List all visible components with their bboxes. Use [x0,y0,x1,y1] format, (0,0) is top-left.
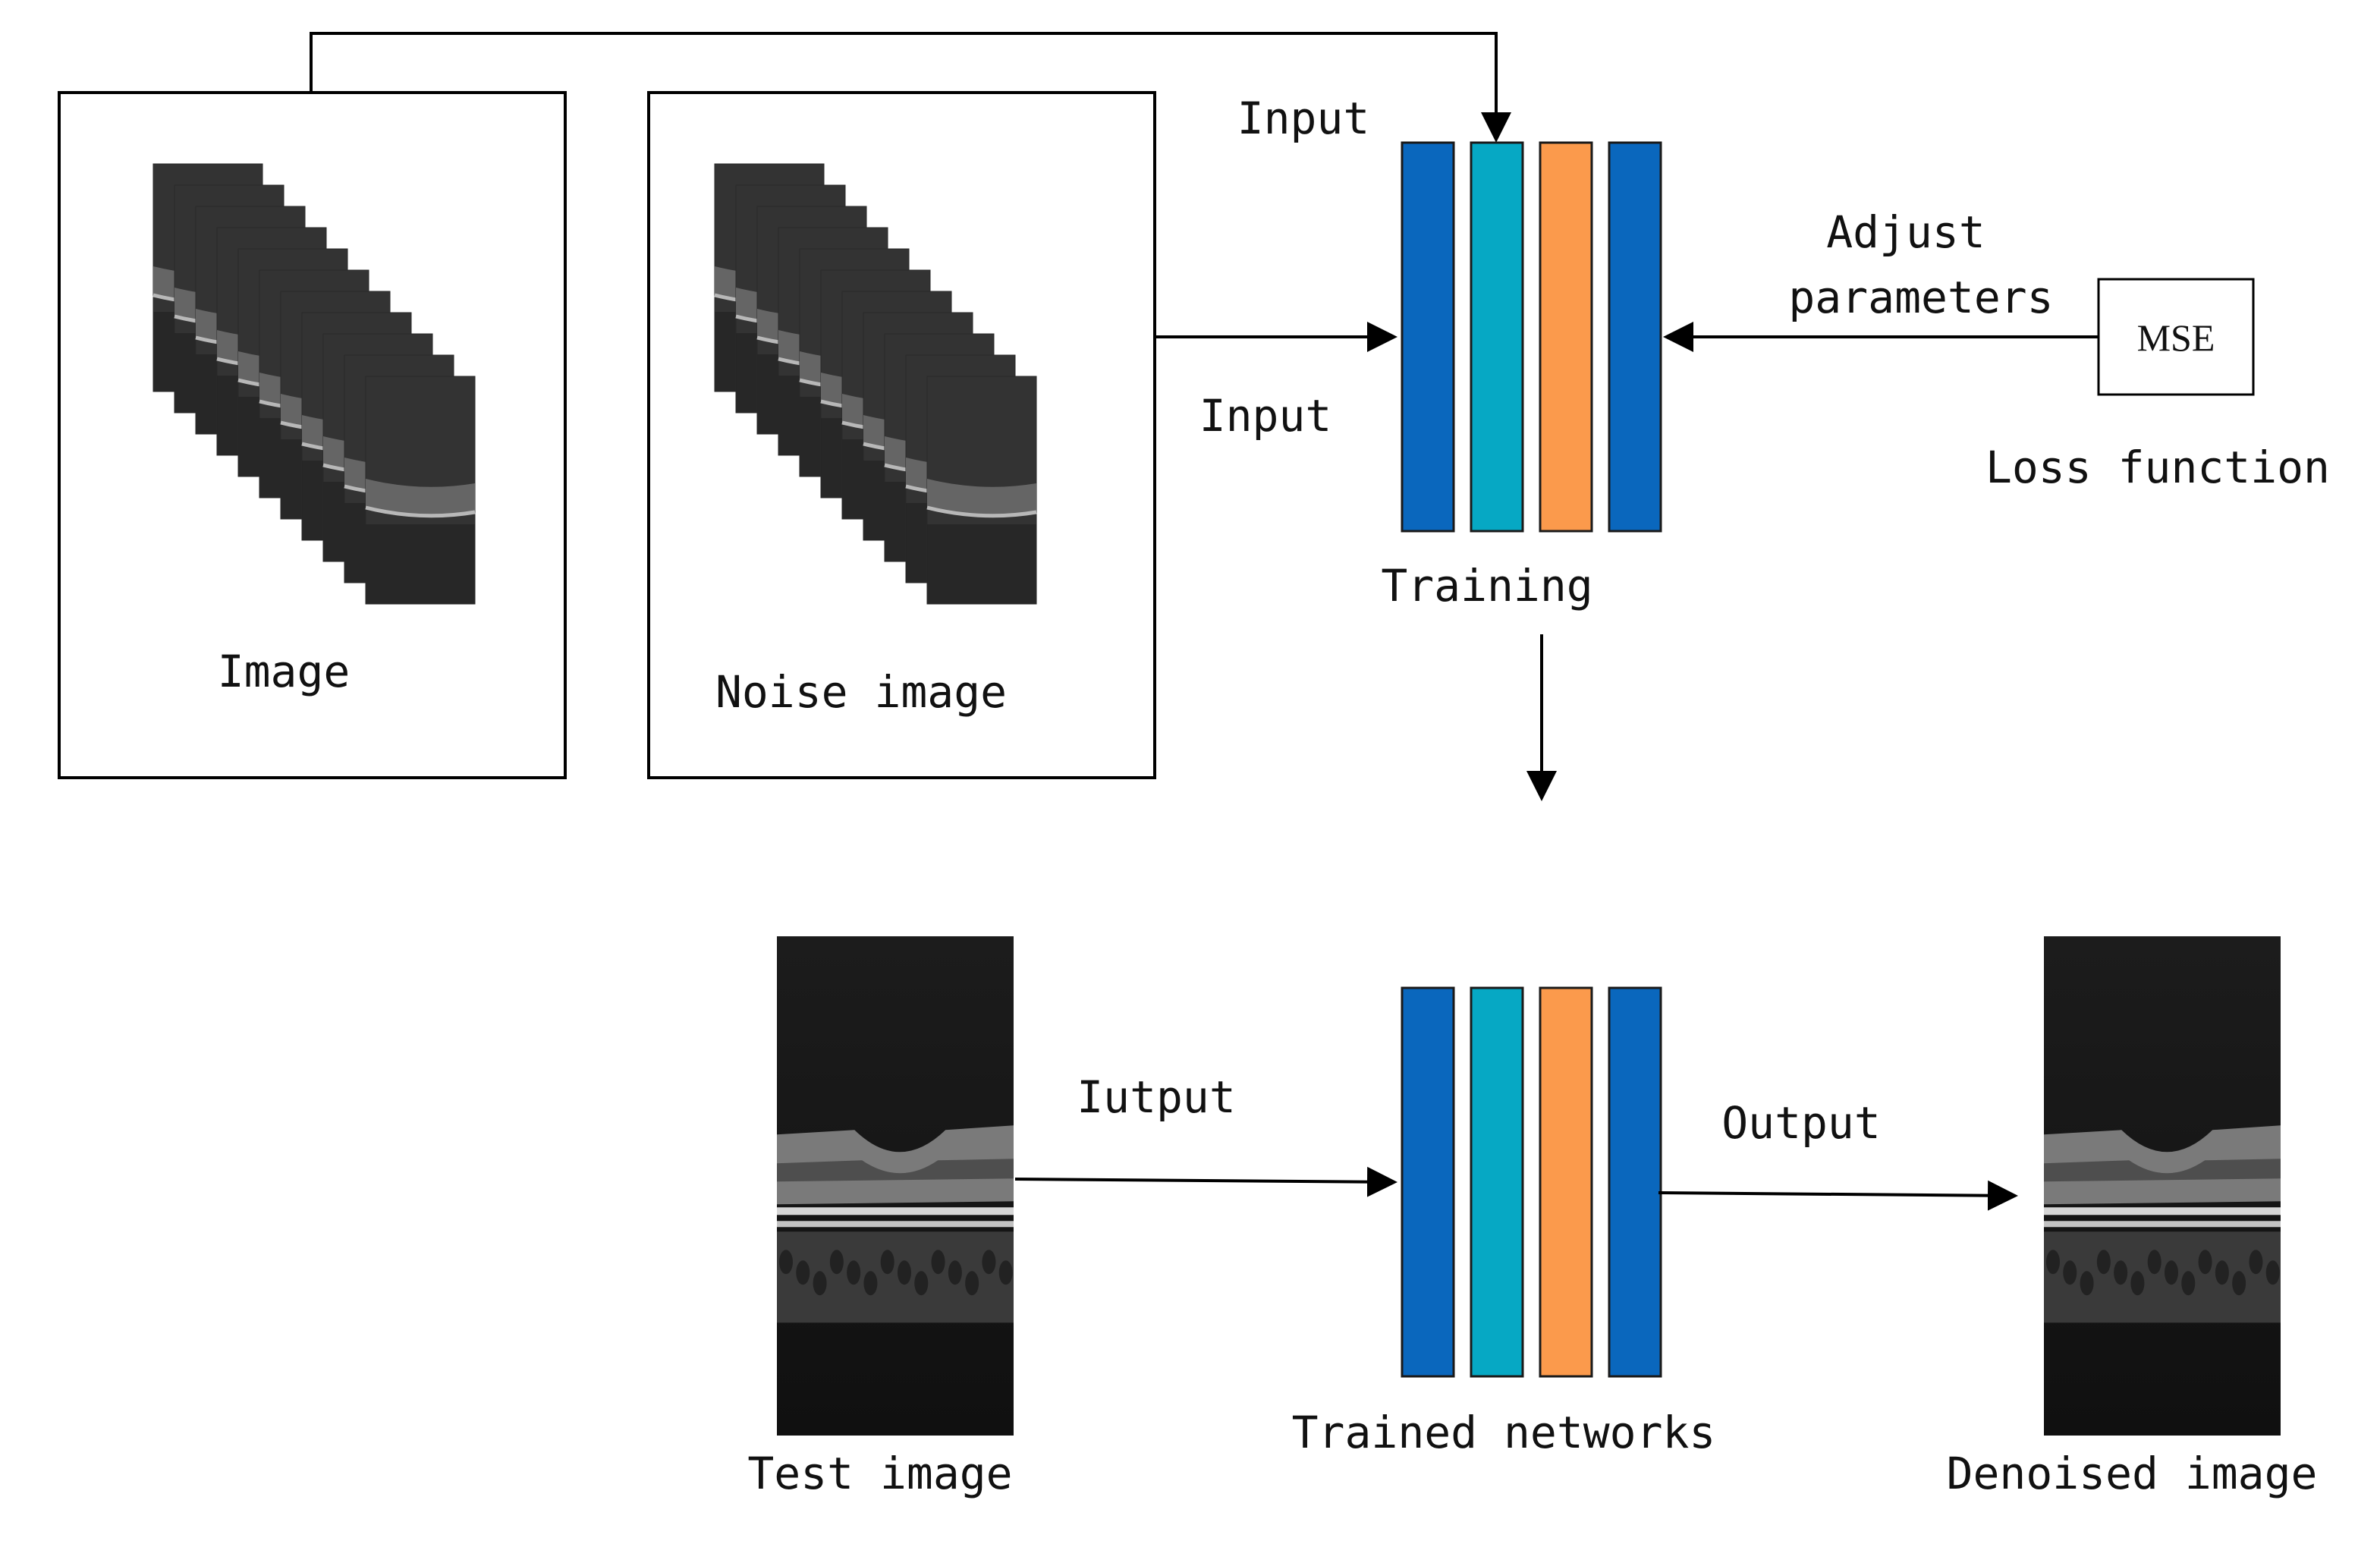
noise-image-panel [647,91,1156,779]
adjust-label: Adjust [1826,206,1985,258]
network-layer [1401,141,1455,533]
network-layer [1608,986,1662,1378]
oct-slice [926,376,1037,605]
trained-network [1401,986,1662,1378]
network-to-denoised-arrow [1658,1180,2018,1211]
noise-image-label: Noise image [715,666,1007,718]
test-image-label: Test image [747,1448,1012,1499]
test-to-network-arrow [1014,1166,1398,1197]
mse-box [2097,278,2255,396]
image-label: Image [218,646,351,697]
loss-function-label: Loss function [1985,442,2330,493]
image-to-network-arrow [310,32,1511,143]
network-layer [1470,141,1524,533]
network-layer [1539,141,1593,533]
network-layer [1401,986,1455,1378]
oct-slice [365,376,476,605]
denoised-image-label: Denoised image [1947,1448,2318,1499]
training-label: Training [1381,560,1592,612]
iutput-label: Iutput [1077,1071,1236,1123]
image-stack [152,163,476,605]
output-label: Output [1721,1097,1881,1149]
denoised-image [2044,936,2281,1436]
parameters-label: parameters [1788,272,2053,323]
network-layer [1539,986,1593,1378]
noise-image-stack [714,163,1037,605]
trained-networks-label: Trained networks [1292,1407,1716,1458]
test-image [777,936,1014,1436]
input-top-label: Input [1237,93,1370,144]
network-layer [1608,141,1662,533]
input-mid-label: Input [1199,390,1332,442]
training-network [1401,141,1662,533]
network-layer [1470,986,1524,1378]
mse-label: MSE [2137,316,2215,359]
